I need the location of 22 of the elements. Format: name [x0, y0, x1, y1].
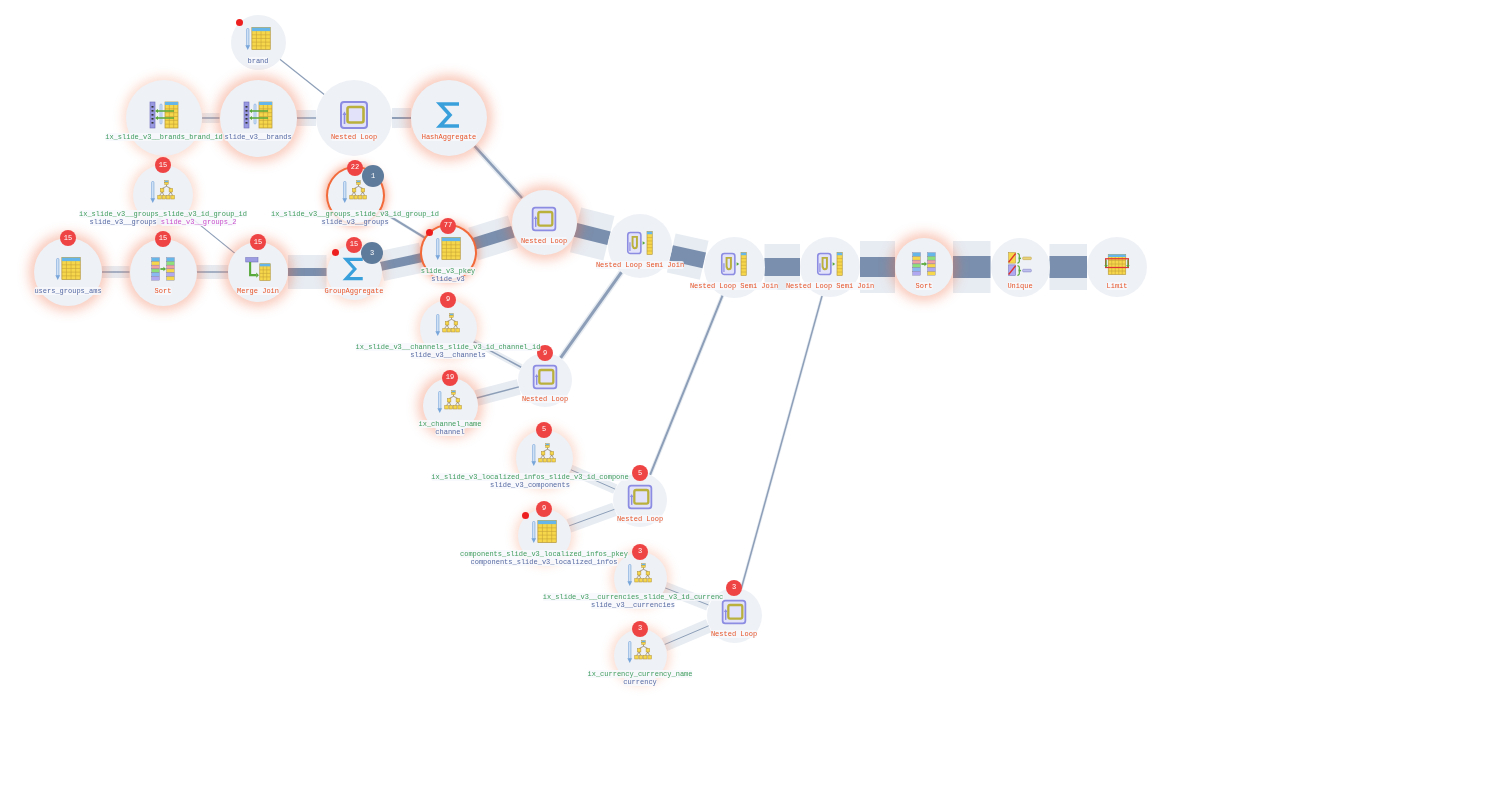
flow-connector	[471, 338, 523, 370]
flow-connector	[101, 266, 131, 278]
flow-connector	[377, 242, 426, 281]
flow-connector	[566, 502, 618, 533]
flow-connector	[764, 244, 800, 290]
flow-connector	[468, 215, 519, 261]
flow-connector	[472, 144, 525, 201]
flow-connector	[1049, 244, 1087, 290]
flow-connector	[860, 241, 895, 293]
flow-connector	[278, 58, 325, 95]
flow-connector	[953, 241, 991, 293]
flow-connector	[648, 294, 725, 476]
flow-connector	[661, 619, 712, 652]
flow-connector	[569, 207, 615, 261]
flow-connector	[288, 255, 327, 289]
flow-connector	[558, 270, 624, 360]
flow-connector	[195, 265, 229, 279]
flow-connector	[391, 108, 412, 128]
flow-connector	[666, 233, 709, 280]
flow-connector	[739, 295, 824, 590]
flow-connector	[295, 110, 317, 126]
flow-connector	[474, 379, 521, 406]
